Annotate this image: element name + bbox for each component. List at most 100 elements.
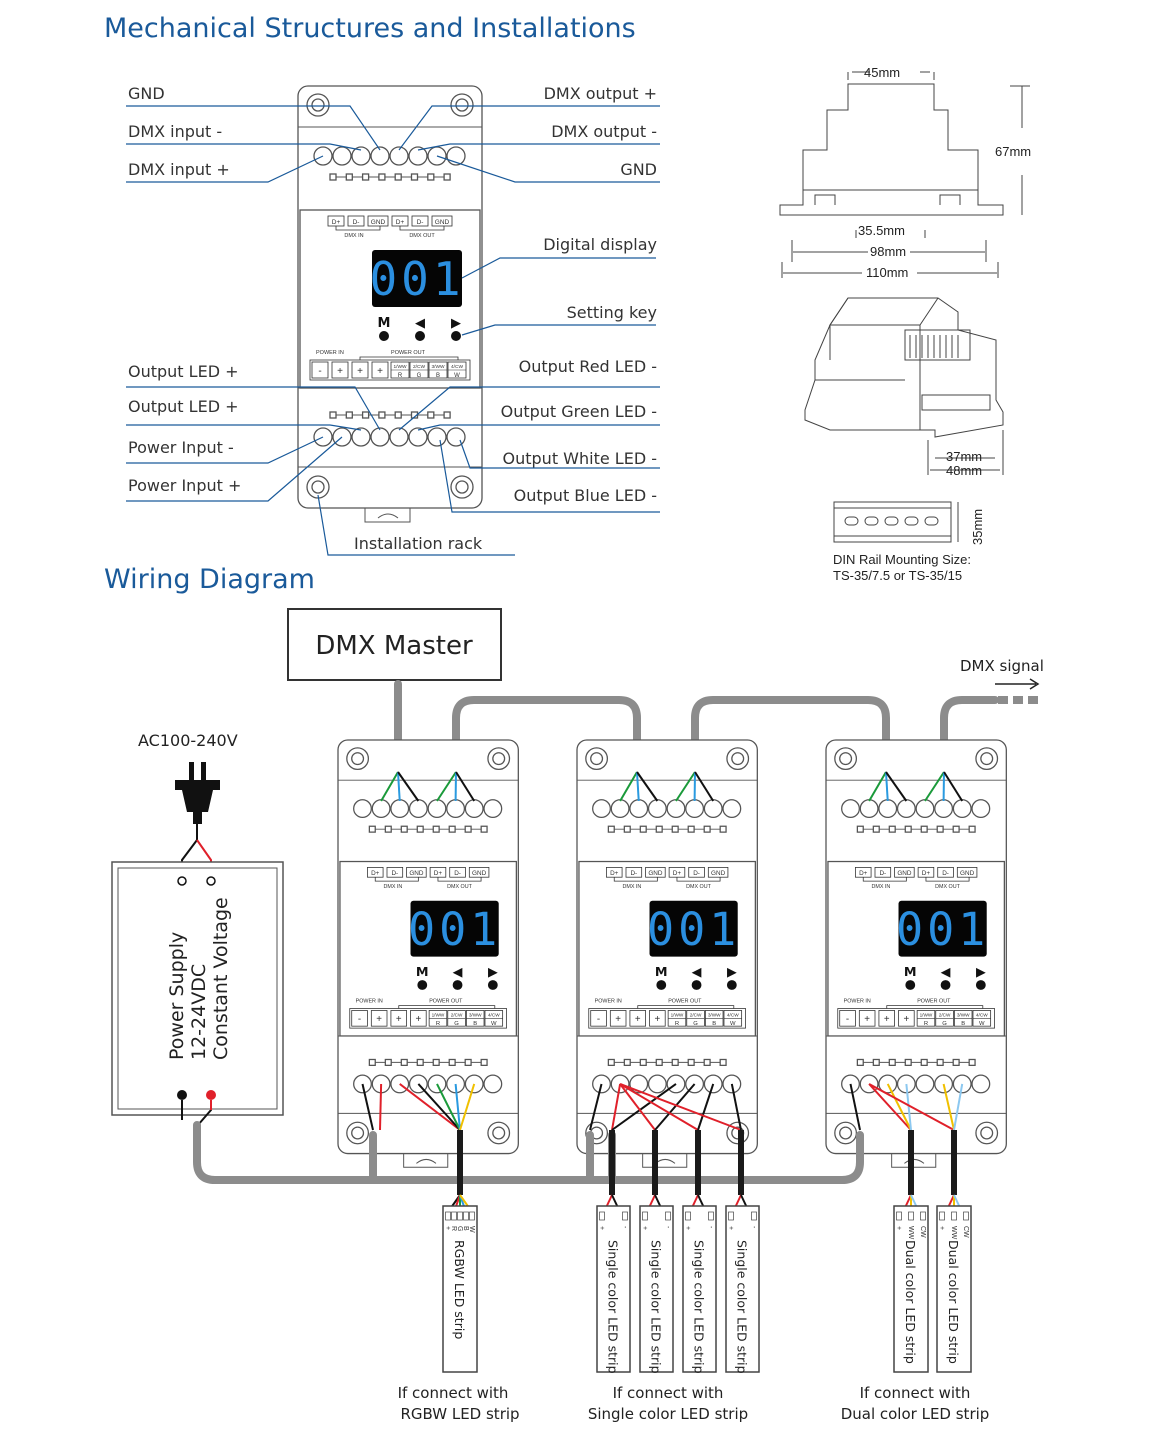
dmx-term-label: D-	[353, 219, 360, 226]
strip-pin-label: WW	[907, 1226, 914, 1240]
terminal-slot	[639, 1058, 647, 1066]
dmx-term-box	[894, 867, 915, 878]
terminal	[722, 799, 742, 819]
strip-pin-label: +	[684, 1226, 691, 1230]
dmx-wire	[885, 771, 889, 802]
terminal-slot	[952, 1058, 960, 1066]
terminal-slot	[687, 1058, 695, 1066]
setting-key-button	[656, 980, 667, 990]
dmx-wire	[868, 771, 887, 802]
strip-pad	[728, 1211, 734, 1221]
terminal-slot	[432, 1058, 440, 1066]
screw-icon	[351, 752, 365, 766]
terminal	[703, 799, 723, 819]
dmx-term-label: D-	[417, 219, 424, 226]
dmx-term-label: D+	[434, 870, 443, 877]
terminal	[446, 799, 466, 819]
strip-pad	[451, 1211, 457, 1221]
dmx-term-box	[449, 867, 466, 878]
output-wire	[417, 1083, 461, 1131]
terminal-slot	[607, 1058, 615, 1066]
channel-bottom-label: B	[961, 1021, 965, 1027]
terminal-slot	[480, 825, 488, 833]
strip-pad	[920, 1211, 926, 1221]
strip-label: Dual color LED strip	[946, 1240, 961, 1364]
channel-bottom-label: G	[942, 1021, 947, 1027]
output-wire	[868, 1083, 955, 1131]
rail-caption-1: DIN Rail Mounting Size:	[833, 552, 971, 567]
ac-input-label: AC100-240V	[138, 731, 238, 750]
label-dmx-output-plus: DMX output +	[544, 84, 657, 103]
dmx-in-label: DMX IN	[622, 884, 641, 890]
terminal-slot	[394, 411, 402, 419]
isometric-view: 37mm 48mm	[804, 297, 1004, 478]
power-out-label: POWER OUT	[429, 999, 463, 1005]
power-term-box	[858, 1010, 876, 1027]
caption-dual-2: Dual color LED strip	[841, 1405, 990, 1423]
terminal	[446, 427, 466, 447]
terminal-slot	[361, 173, 370, 181]
terminal	[351, 427, 371, 447]
dmx-term-label: D-	[454, 870, 461, 877]
terminal	[722, 1074, 742, 1094]
screw-icon	[980, 752, 994, 766]
dmx-term-label: D-	[391, 870, 398, 877]
screw-icon	[731, 752, 745, 766]
strip-label: Single color LED strip	[606, 1240, 621, 1374]
dmx-wire	[397, 771, 420, 802]
strip-body	[936, 1205, 972, 1373]
strip-pin-label: -	[664, 1226, 671, 1229]
dmx-master-label: DMX Master	[315, 631, 473, 661]
dmx-wire	[885, 771, 908, 802]
power-term-label: -	[846, 1014, 849, 1025]
terminal-slot	[856, 1058, 864, 1066]
strip-pin-label: WW	[950, 1226, 957, 1240]
strip-body	[639, 1205, 674, 1373]
divider	[577, 779, 758, 1114]
display-value: 001	[896, 903, 989, 956]
dmx-out-label: DMX OUT	[935, 884, 961, 890]
output-wire	[454, 1083, 461, 1131]
terminal	[703, 1074, 723, 1094]
strip-pin-label: +	[598, 1226, 605, 1230]
dmx-term-label: GND	[648, 870, 663, 877]
terminal	[427, 1074, 447, 1094]
channel-top-label: 2/CW	[413, 364, 425, 370]
dim-37mm: 37mm	[946, 449, 982, 464]
terminal	[859, 799, 879, 819]
setting-key-button	[417, 980, 428, 990]
psu-line-3: Constant Voltage	[210, 897, 232, 1060]
terminal	[353, 799, 372, 819]
power-term-label: +	[415, 1014, 421, 1025]
screw-icon	[839, 1126, 853, 1140]
setting-key-button	[975, 980, 986, 990]
setting-key-button	[451, 331, 461, 341]
strip-label: Single color LED strip	[735, 1240, 750, 1374]
dmx-term-box	[411, 215, 429, 227]
terminal-slot	[384, 1058, 392, 1066]
strip-body	[725, 1205, 760, 1373]
output-wire	[589, 1083, 603, 1131]
strip-pad	[463, 1211, 469, 1221]
dim-35-5mm: 35.5mm	[858, 223, 905, 238]
channel-bottom-label: G	[417, 373, 422, 379]
bracket	[335, 226, 445, 231]
terminal	[629, 799, 649, 819]
output-wire	[619, 1083, 742, 1131]
power-term-box	[410, 1010, 427, 1027]
channel-top-label: 3/WW	[957, 1012, 970, 1017]
rail-caption-2: TS-35/7.5 or TS-35/15	[833, 568, 962, 583]
power-term-box	[331, 361, 349, 379]
installation-rack-clip	[403, 1153, 449, 1168]
terminal-slot	[856, 825, 864, 833]
dmx-term-box	[406, 867, 427, 878]
dmx-signal-arrow	[995, 678, 1040, 690]
dmx-term-box	[431, 215, 453, 227]
setting-key-button	[415, 331, 425, 341]
terminal-slot	[607, 825, 615, 833]
dmx-term-label: D+	[610, 870, 619, 877]
